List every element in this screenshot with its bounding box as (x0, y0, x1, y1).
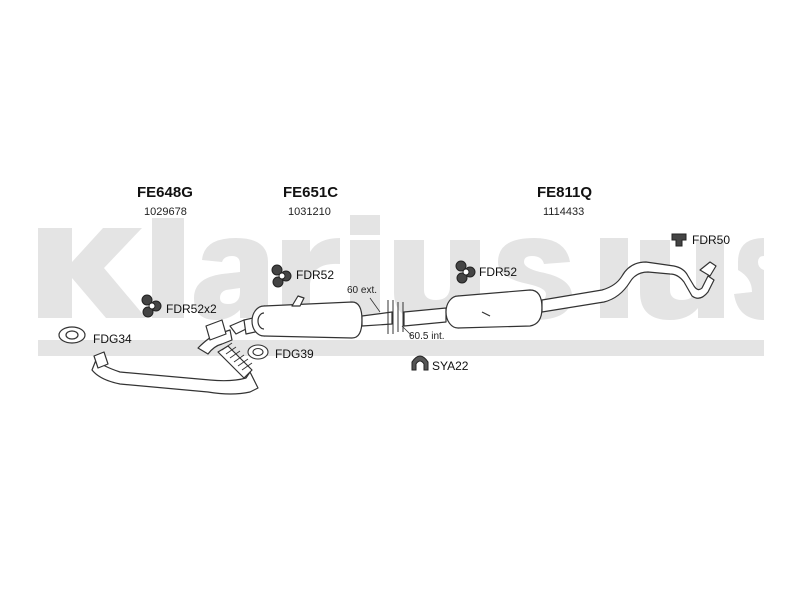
part-label-sya22: SYA22 (432, 359, 469, 373)
mid-silencer (243, 295, 447, 339)
fdr50-mount-shape (671, 233, 687, 247)
fdr52x2-mount-shape (141, 294, 162, 318)
sya22-clamp-shape (411, 355, 429, 371)
assembly-number-fe651c: 1031210 (288, 206, 331, 218)
assembly-code-fe648g: FE648G (137, 184, 193, 201)
rear-silencer (445, 261, 717, 329)
part-label-fdg39: FDG39 (275, 347, 314, 361)
part-label-fdr52-right: FDR52 (479, 265, 518, 279)
part-label-fdr50: FDR50 (692, 233, 731, 247)
rubber-mountings (141, 233, 687, 371)
part-label-fdr52-mid: FDR52 (296, 268, 335, 282)
dimension-ext: 60 ext. (347, 285, 378, 296)
dimension-int: 60.5 int. (409, 331, 445, 342)
assembly-code-fe811q: FE811Q (537, 184, 593, 201)
fdg34-gasket-shape (58, 326, 86, 344)
fdr52-mid-mount-shape (271, 264, 292, 288)
part-label-fdr52x2: FDR52x2 (166, 302, 217, 316)
fdr52-right-mount-shape (455, 260, 476, 284)
assembly-number-fe648g: 1029678 (144, 206, 187, 218)
assembly-number-fe811q: 1114433 (543, 206, 585, 218)
fdg39-gasket-shape (247, 344, 269, 360)
front-downpipe (58, 319, 259, 395)
part-label-fdg34: FDG34 (93, 332, 132, 346)
dimension-leaders (369, 297, 413, 337)
klarius-watermark (38, 215, 764, 356)
assembly-code-fe651c: FE651C (283, 184, 339, 201)
